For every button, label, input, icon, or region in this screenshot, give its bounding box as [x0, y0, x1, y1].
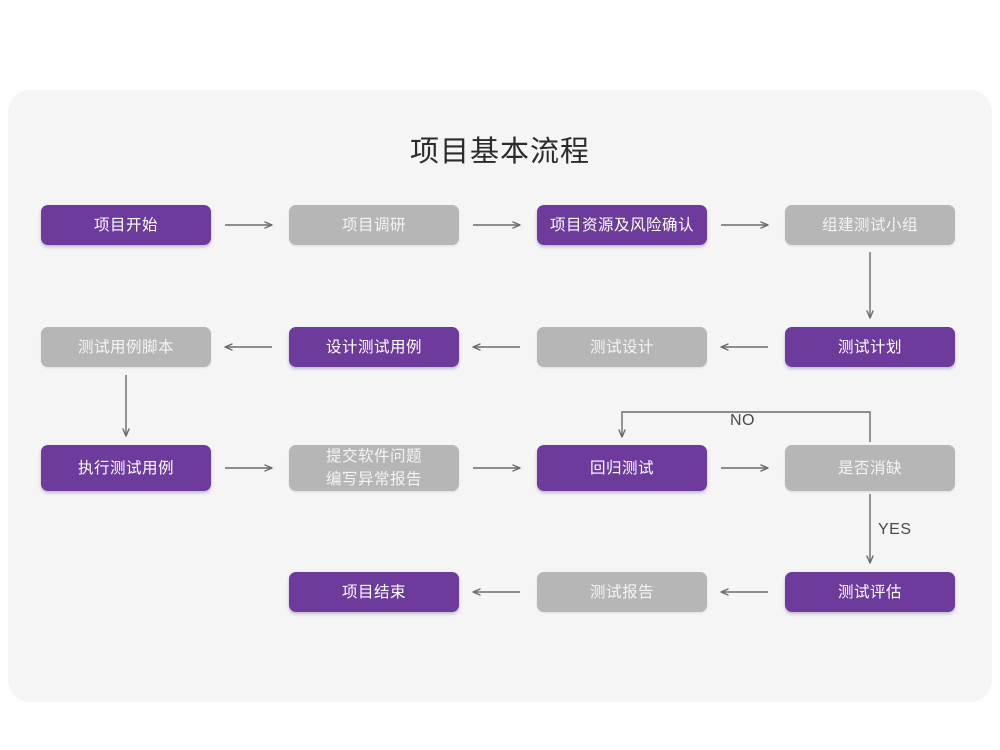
- node-test-case-script[interactable]: 测试用例脚本: [41, 327, 211, 367]
- node-regression-test[interactable]: 回归测试: [537, 445, 707, 491]
- branch-label-no: NO: [730, 412, 755, 429]
- node-test-design[interactable]: 测试设计: [537, 327, 707, 367]
- node-design-test-case[interactable]: 设计测试用例: [289, 327, 459, 367]
- node-project-research[interactable]: 项目调研: [289, 205, 459, 245]
- node-submit-defect-report[interactable]: 提交软件问题 编写异常报告: [289, 445, 459, 491]
- node-resource-risk-confirm[interactable]: 项目资源及风险确认: [537, 205, 707, 245]
- node-test-evaluation[interactable]: 测试评估: [785, 572, 955, 612]
- node-test-plan[interactable]: 测试计划: [785, 327, 955, 367]
- page-title: 项目基本流程: [409, 136, 590, 168]
- node-form-test-team[interactable]: 组建测试小组: [785, 205, 955, 245]
- node-project-end[interactable]: 项目结束: [289, 572, 459, 612]
- node-execute-test-case[interactable]: 执行测试用例: [41, 445, 211, 491]
- node-test-report[interactable]: 测试报告: [537, 572, 707, 612]
- node-defect-resolved[interactable]: 是否消缺: [785, 445, 955, 491]
- node-project-start[interactable]: 项目开始: [41, 205, 211, 245]
- branch-label-yes: YES: [878, 521, 912, 538]
